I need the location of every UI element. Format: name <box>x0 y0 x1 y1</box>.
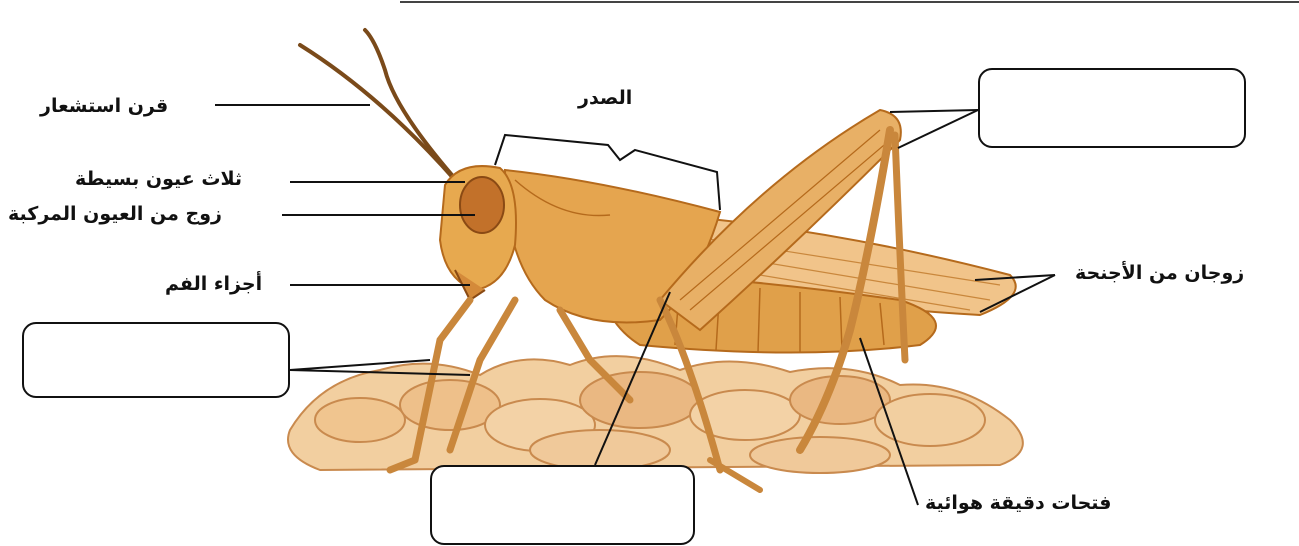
answer-box-left[interactable] <box>22 322 290 398</box>
label-mouthparts: أجزاء الفم <box>165 273 262 295</box>
answer-box-top-right[interactable] <box>978 68 1246 148</box>
label-simple-eyes: ثلاث عيون بسيطة <box>75 168 242 190</box>
head <box>440 166 516 300</box>
compound-eye <box>460 177 504 233</box>
label-thorax: الصدر <box>578 87 632 109</box>
label-antenna: قرن استشعار <box>40 95 168 117</box>
label-wings: زوجان من الأجنحة <box>1075 262 1244 284</box>
label-spiracles: فتحات دقيقة هوائية <box>925 492 1112 514</box>
label-compound-eyes: زوج من العيون المركبة <box>8 203 222 225</box>
answer-box-bottom[interactable] <box>430 465 695 545</box>
